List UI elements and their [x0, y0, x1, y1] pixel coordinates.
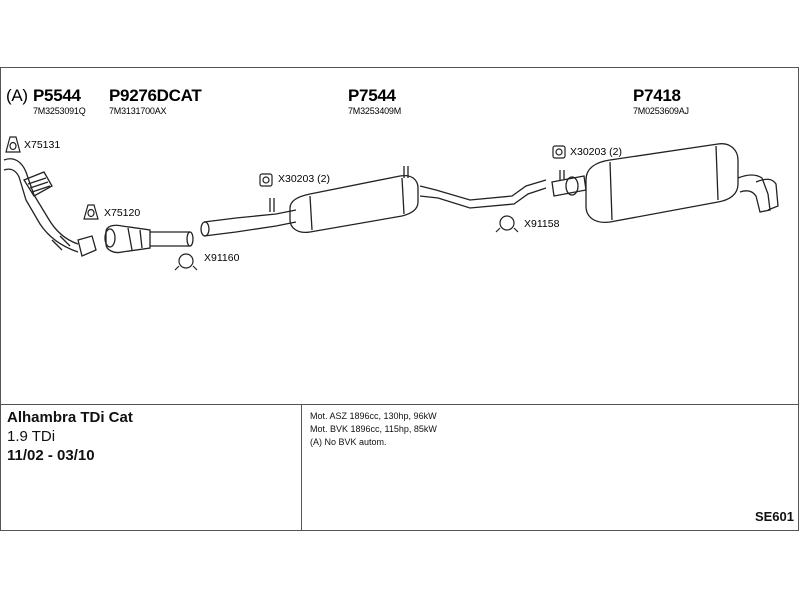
fitting-label-x91160: X91160: [204, 252, 240, 264]
part-number-p7418: P7418: [633, 86, 681, 105]
engine-notes: Mot. ASZ 1896cc, 130hp, 96kW Mot. BVK 18…: [310, 410, 437, 449]
gasket-icon: [83, 204, 99, 220]
fitting-label-x30203-right: X30203 (2): [570, 146, 622, 158]
rubber-mount-icon: [552, 145, 566, 159]
clamp-icon: [174, 253, 198, 271]
part-number-p7544: P7544: [348, 86, 397, 105]
fitting-label-x91158: X91158: [524, 218, 560, 230]
diagram-frame: Alhambra TDi Cat 1.9 TDi 11/02 - 03/10 M…: [0, 67, 799, 531]
catalytic-converter-part: [104, 224, 194, 254]
oe-number-p7544: 7M3253409M: [348, 106, 401, 116]
note-line: (A) No BVK autom.: [310, 437, 387, 447]
fitting-label-x75131: X75131: [24, 139, 60, 151]
fitting-label-x75120: X75120: [104, 207, 140, 219]
clamp-icon: [495, 215, 519, 233]
divider-vertical: [301, 404, 302, 531]
oe-number-p5544: 7M3253091Q: [33, 106, 86, 116]
variant-marker: (A): [6, 86, 28, 105]
center-silencer-part: [289, 166, 547, 234]
vehicle-engine: 1.9 TDi: [7, 428, 56, 445]
note-line: Mot. BVK 1896cc, 115hp, 85kW: [310, 424, 437, 434]
fitting-label-x30203-left: X30203 (2): [278, 173, 330, 185]
divider-horizontal: [1, 404, 798, 405]
system-code: SE601: [754, 509, 794, 524]
rear-silencer-part: [551, 143, 779, 224]
vehicle-years: 11/02 - 03/10: [7, 447, 95, 464]
gasket-icon: [5, 136, 21, 153]
part-number-p9276dcat: P9276DCAT: [109, 86, 202, 105]
vehicle-info: Alhambra TDi Cat 1.9 TDi 11/02 - 03/10: [7, 408, 297, 465]
part-number-p5544: P5544: [33, 86, 82, 105]
note-line: Mot. ASZ 1896cc, 130hp, 96kW: [310, 411, 437, 421]
oe-number-p7418: 7M0253609AJ: [633, 106, 689, 116]
front-pipe-part: [3, 158, 97, 257]
rubber-mount-icon: [259, 173, 273, 187]
oe-number-p9276dcat: 7M3131700AX: [109, 106, 167, 116]
intermediate-pipe-part: [200, 198, 297, 237]
vehicle-model: Alhambra TDi Cat: [7, 409, 133, 426]
